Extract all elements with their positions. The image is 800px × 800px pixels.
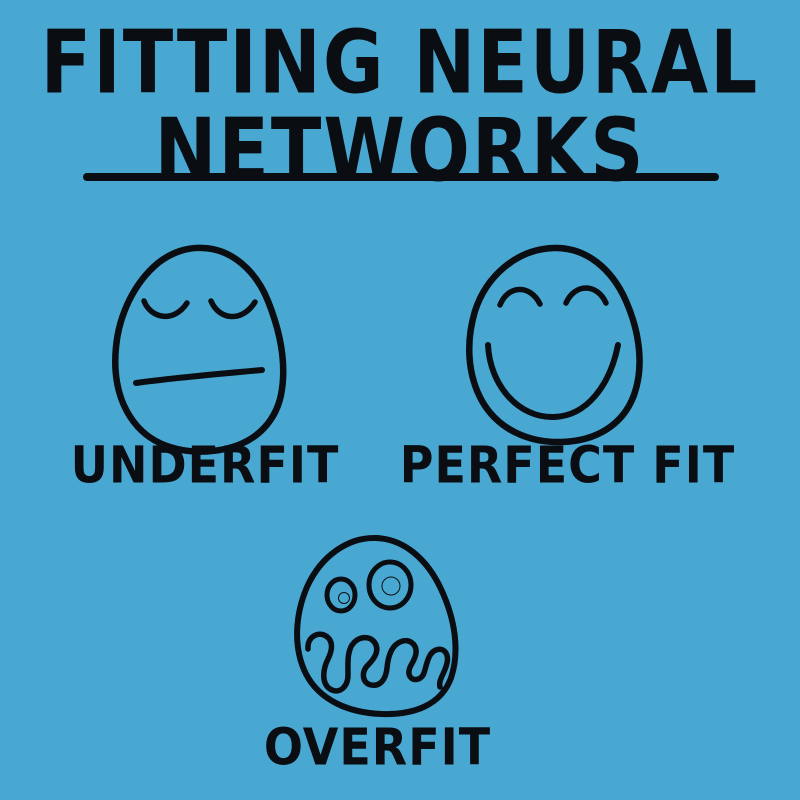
title-line-1: FITTING NEURAL [40, 12, 760, 114]
eye-left-small-icon [324, 576, 358, 614]
underfit-face-drawing [112, 244, 287, 455]
head-outline-icon [466, 244, 643, 446]
mouth-squiggle-icon [305, 631, 451, 694]
head-outline-icon [294, 534, 459, 718]
mouth-flat-line-icon [133, 367, 265, 386]
page-title: FITTING NEURAL NETWORKS [0, 12, 800, 198]
eye-left-happy-icon [497, 286, 543, 308]
title-line-2: NETWORKS [154, 100, 646, 202]
perfect-fit-face-drawing [466, 244, 643, 446]
head-outline-icon [112, 244, 287, 455]
face-overfit [290, 533, 465, 718]
face-underfit [110, 243, 295, 458]
pupil-left-icon [338, 592, 350, 604]
title-divider-rule [83, 173, 719, 181]
eye-left-closed-icon [141, 298, 190, 320]
overfit-face-drawing [294, 534, 459, 718]
face-perfect-fit [462, 243, 652, 448]
pupil-right-icon [381, 576, 401, 596]
eye-right-happy-icon [563, 285, 609, 306]
label-perfect-fit: PERFECT FIT [399, 435, 736, 495]
mouth-smile-curve-icon [485, 342, 621, 421]
eye-right-closed-icon [208, 298, 258, 320]
eye-right-large-icon [366, 559, 414, 611]
label-overfit: OVERFIT [263, 717, 492, 777]
label-underfit: UNDERFIT [70, 435, 340, 495]
